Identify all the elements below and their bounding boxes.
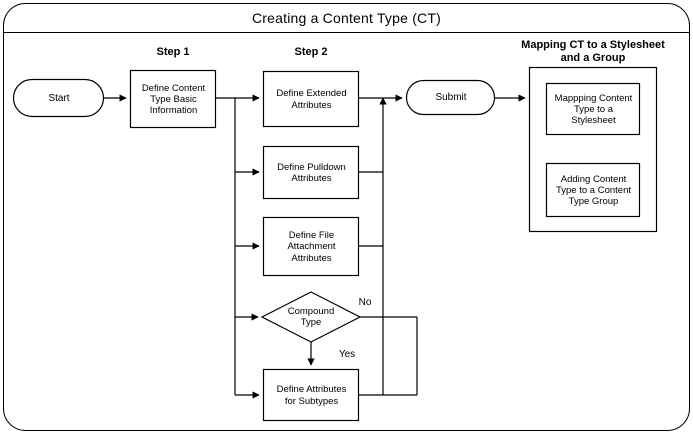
- define-extended-shape: [262, 70, 360, 128]
- define-subtypes-shape: [262, 368, 360, 422]
- start-node-shape: [12, 78, 105, 118]
- submit-node-shape: [405, 79, 496, 116]
- define-basic-shape: [129, 69, 217, 129]
- define-file-attachment-shape: [262, 216, 360, 277]
- define-pulldown-shape: [262, 145, 360, 200]
- adding-group-shape: [545, 162, 641, 218]
- mapping-stylesheet-shape: [545, 82, 641, 136]
